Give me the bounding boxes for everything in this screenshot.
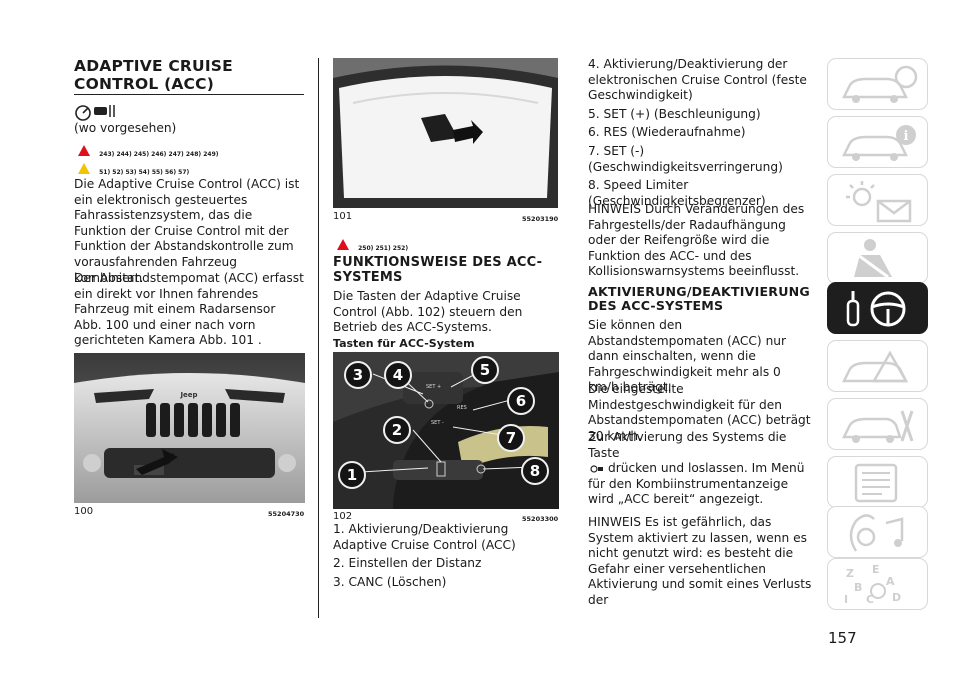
- acc-button-icon: [590, 465, 603, 473]
- svg-text:A: A: [886, 575, 895, 588]
- list-item: 5. SET (+) (Beschleunigung): [588, 106, 761, 121]
- list-item: 8. Speed Limiter (Geschwindigkeitsbegren…: [588, 178, 766, 208]
- callout-badge-6: 6: [507, 387, 535, 415]
- svg-text:SET -: SET -: [431, 420, 444, 426]
- callout-badge-7: 7: [497, 424, 525, 452]
- note-danger: HINWEIS Es ist gefährlich, das System ak…: [588, 515, 812, 607]
- caution-ref-list: 51) 52) 53) 54) 55) 56) 57): [99, 169, 190, 176]
- svg-text:Jeep: Jeep: [179, 391, 197, 399]
- button-list-continued: 4. Aktivierung/Deaktivierung der elektro…: [588, 57, 813, 209]
- list-item: 7. SET (-) (Geschwindigkeitsverringerung…: [588, 143, 783, 174]
- svg-text:Z: Z: [846, 567, 854, 580]
- list-item: 6. RES (Wiederaufnahme): [588, 125, 746, 140]
- list-item: 4. Aktivierung/Deaktivierung der elektro…: [588, 57, 807, 103]
- warning-lights-icon: [846, 181, 912, 223]
- list-item: 2. Einstellen der Distanz: [333, 556, 482, 571]
- figure-100-code: 55204730: [268, 510, 305, 518]
- warning-icon: [337, 239, 349, 250]
- activation-paragraph-2: Die eingestellte Mindestgeschwindigkeit …: [588, 382, 811, 443]
- figure-101-number: 101: [333, 211, 353, 222]
- dashboard-icon: [841, 65, 918, 103]
- activation-heading: AKTIVIERUNG/DEAKTIVIERUNG DES ACC-SYSTEM…: [588, 284, 810, 314]
- callout-badge-8: 8: [521, 457, 549, 485]
- svg-text:C: C: [866, 593, 874, 606]
- tab-index[interactable]: Z E B A I C D: [827, 558, 928, 610]
- callout-badge-1: 1: [338, 461, 366, 489]
- driving-icon: [846, 291, 906, 327]
- car-info-icon: i: [841, 125, 916, 161]
- callout-badge-2: 2: [383, 416, 411, 444]
- function-heading: FUNKTIONSWEISE DES ACC- SYSTEMS: [333, 255, 543, 286]
- tab-car-info[interactable]: i: [827, 116, 928, 168]
- tab-dashboard[interactable]: [827, 58, 928, 110]
- svg-text:B: B: [854, 581, 862, 594]
- callout-badge-4: 4: [384, 361, 412, 389]
- caution-refs: 51) 52) 53) 54) 55) 56) 57): [78, 159, 189, 178]
- title-rule: [74, 94, 304, 95]
- button-list: 1. Aktivierung/Deaktivierung Adaptive Cr…: [333, 522, 559, 590]
- car-front-radar-image: Jeep: [74, 353, 305, 503]
- note-chassis: HINWEIS Durch Veränderungen des Fahrgest…: [588, 202, 805, 279]
- figure-100-number: 100: [74, 506, 94, 517]
- caution-icon: [78, 163, 90, 174]
- windshield-camera-image: [333, 58, 558, 208]
- tab-maintenance[interactable]: [827, 398, 928, 450]
- section-title-line1: ADAPTIVE CRUISE: [74, 57, 233, 75]
- tab-driving[interactable]: [827, 282, 928, 334]
- activation-heading-line2: DES ACC-SYSTEMS: [588, 298, 724, 314]
- buttons-subheading: Tasten für ACC-System: [333, 337, 475, 350]
- tab-emergency[interactable]: [827, 340, 928, 392]
- function-heading-line1: FUNKTIONSWEISE DES ACC-: [333, 255, 543, 270]
- acc-symbol-icon: [75, 105, 115, 121]
- svg-text:D: D: [892, 591, 901, 604]
- figure-102-code: 55203300: [522, 515, 559, 523]
- index-icon: Z E B A I C D: [844, 563, 901, 606]
- figure-101-code: 55203190: [522, 215, 559, 223]
- section-title-line2: CONTROL (ACC): [74, 74, 214, 93]
- warning-ref-list: 243) 244) 245) 246) 247) 248) 249): [99, 151, 219, 158]
- activation-paragraph-3: Zur Aktivierung des Systems die Taste dr…: [588, 430, 813, 508]
- tab-safety[interactable]: [827, 232, 928, 284]
- figure-102-number: 102: [333, 511, 353, 522]
- function-heading-line2: SYSTEMS: [333, 269, 403, 285]
- svg-text:SET +: SET +: [426, 384, 441, 390]
- optional-note: (wo vorgesehen): [74, 121, 177, 135]
- safety-icon: [854, 239, 892, 279]
- middle-warning-refs: 250) 251) 252): [337, 235, 408, 254]
- callout-badge-5: 5: [471, 356, 499, 384]
- maintenance-icon: [841, 410, 914, 443]
- tab-technical-data[interactable]: [827, 456, 928, 508]
- activation-heading-line1: AKTIVIERUNG/DEAKTIVIERUNG: [588, 284, 810, 299]
- svg-text:i: i: [904, 129, 909, 144]
- column-divider: [318, 58, 319, 618]
- page-number: 157: [828, 629, 857, 647]
- function-paragraph: Die Tasten der Adaptive Cruise Control (…: [333, 289, 523, 335]
- activation-text-end: drücken und loslassen. Im Menü für den K…: [588, 461, 805, 507]
- tab-multimedia[interactable]: [827, 506, 928, 558]
- warning-refs: 243) 244) 245) 246) 247) 248) 249): [78, 141, 219, 160]
- warning-icon: [78, 145, 90, 156]
- middle-warning-ref-list: 250) 251) 252): [358, 245, 409, 252]
- callout-badge-3: 3: [344, 361, 372, 389]
- activation-text-start: Zur Aktivierung des Systems die Taste: [588, 430, 787, 460]
- svg-text:RES: RES: [457, 405, 467, 411]
- emergency-icon: [841, 350, 909, 383]
- technical-data-icon: [854, 463, 898, 503]
- tab-warning-lights[interactable]: [827, 174, 928, 226]
- list-item: 3. CANC (Löschen): [333, 574, 447, 589]
- intro-paragraph: Die Adaptive Cruise Control (ACC) ist ei…: [74, 177, 300, 285]
- sensor-paragraph: Der Abstandstempomat (ACC) erfasst ein d…: [74, 271, 304, 348]
- svg-text:E: E: [872, 563, 880, 576]
- multimedia-icon: [849, 514, 904, 552]
- section-title: ADAPTIVE CRUISE CONTROL (ACC): [74, 57, 233, 94]
- list-item: 1. Aktivierung/Deaktivierung Adaptive Cr…: [333, 522, 516, 552]
- svg-text:I: I: [844, 593, 848, 606]
- activation-paragraph-1: Sie können den Abstandstempomaten (ACC) …: [588, 318, 787, 395]
